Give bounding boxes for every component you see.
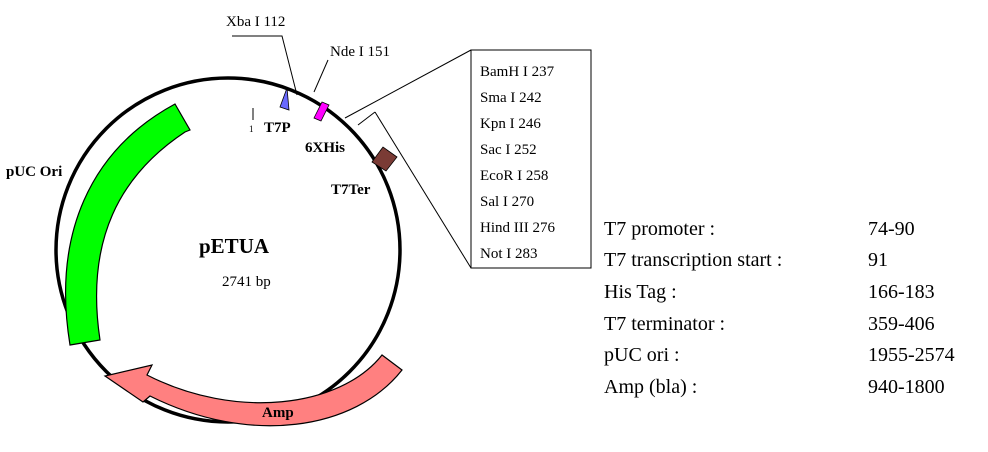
mcs-site: EcoR I 258 (480, 168, 548, 184)
mcs-leader-tick (357, 111, 376, 126)
origin-tick-label: 1 (249, 124, 254, 134)
puc-ori-label: pUC Ori (6, 164, 62, 180)
nde-leader-line (313, 59, 329, 93)
mcs-site-list: BamH I 237 Sma I 242 Kpn I 246 Sac I 252… (480, 64, 555, 262)
feature-annotation-table: T7 promoter : 74-90 T7 transcription sta… (604, 218, 955, 398)
mcs-site: Hind III 276 (480, 220, 555, 236)
mcs-site: Kpn I 246 (480, 116, 541, 132)
annotation-value: 940-1800 (868, 376, 945, 398)
annotation-value: 359-406 (868, 313, 935, 335)
annotation-value: 1955-2574 (868, 344, 955, 366)
annotation-value: 74-90 (868, 218, 915, 240)
plasmid-name: pETUA (199, 234, 270, 258)
annotation-value: 166-183 (868, 281, 935, 303)
amp-label: Amp (262, 405, 294, 421)
mcs-site: Not I 283 (480, 246, 538, 262)
xba-site-label: Xba I 112 (226, 14, 285, 30)
t7ter-label: T7Ter (331, 182, 371, 198)
his-label: 6XHis (305, 140, 345, 156)
annotation-label: T7 terminator : (604, 313, 725, 335)
mcs-leader-bottom (374, 111, 472, 269)
his-tag-marker (313, 101, 330, 122)
annotation-label: T7 promoter : (604, 218, 715, 240)
mcs-site: Sal I 270 (480, 194, 534, 210)
mcs-site: Sma I 242 (480, 90, 542, 106)
annotation-label: T7 transcription start : (604, 249, 782, 271)
mcs-leader-top (344, 49, 472, 119)
t7-terminator-marker (371, 146, 398, 172)
mcs-box (470, 49, 592, 269)
xba-leader-line (232, 35, 298, 96)
mcs-site: Sac I 252 (480, 142, 537, 158)
mcs-site: BamH I 237 (480, 64, 555, 80)
amp-feature (103, 354, 403, 427)
t7-promoter-arrow (279, 87, 290, 111)
annotation-label: His Tag : (604, 281, 677, 303)
t7p-label: T7P (264, 120, 291, 136)
plasmid-size: 2741 bp (222, 274, 271, 290)
annotation-label: Amp (bla) : (604, 376, 697, 398)
nde-site-label: Nde I 151 (330, 44, 390, 60)
annotation-label: pUC ori : (604, 344, 680, 366)
annotation-value: 91 (868, 249, 888, 271)
puc-ori-feature (65, 103, 191, 346)
